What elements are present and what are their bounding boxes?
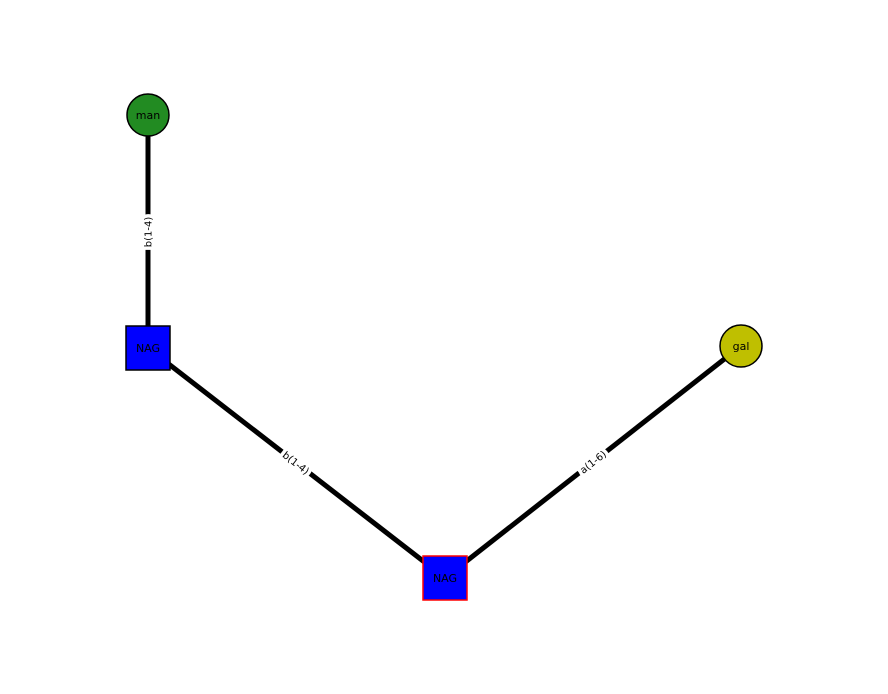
node-man-shape	[126, 93, 170, 137]
node-gal-label: gal	[733, 340, 750, 353]
edge-nag2-gal	[443, 344, 743, 580]
edge-label-nag1-nag2: b(1-4)	[280, 450, 311, 477]
edge-label-nag2-gal: a(1-6)	[578, 449, 609, 476]
node-nag2-shape	[422, 555, 468, 601]
node-nag1-shape	[125, 325, 171, 371]
node-man-label: man	[136, 109, 160, 122]
edge-label-man-nag1: b(1-4)	[144, 217, 155, 248]
node-nag1-label: NAG	[136, 342, 160, 355]
edge-nag1-nag2	[146, 346, 447, 580]
node-nag2-label: NAG	[433, 572, 457, 585]
node-gal-shape	[719, 324, 763, 368]
